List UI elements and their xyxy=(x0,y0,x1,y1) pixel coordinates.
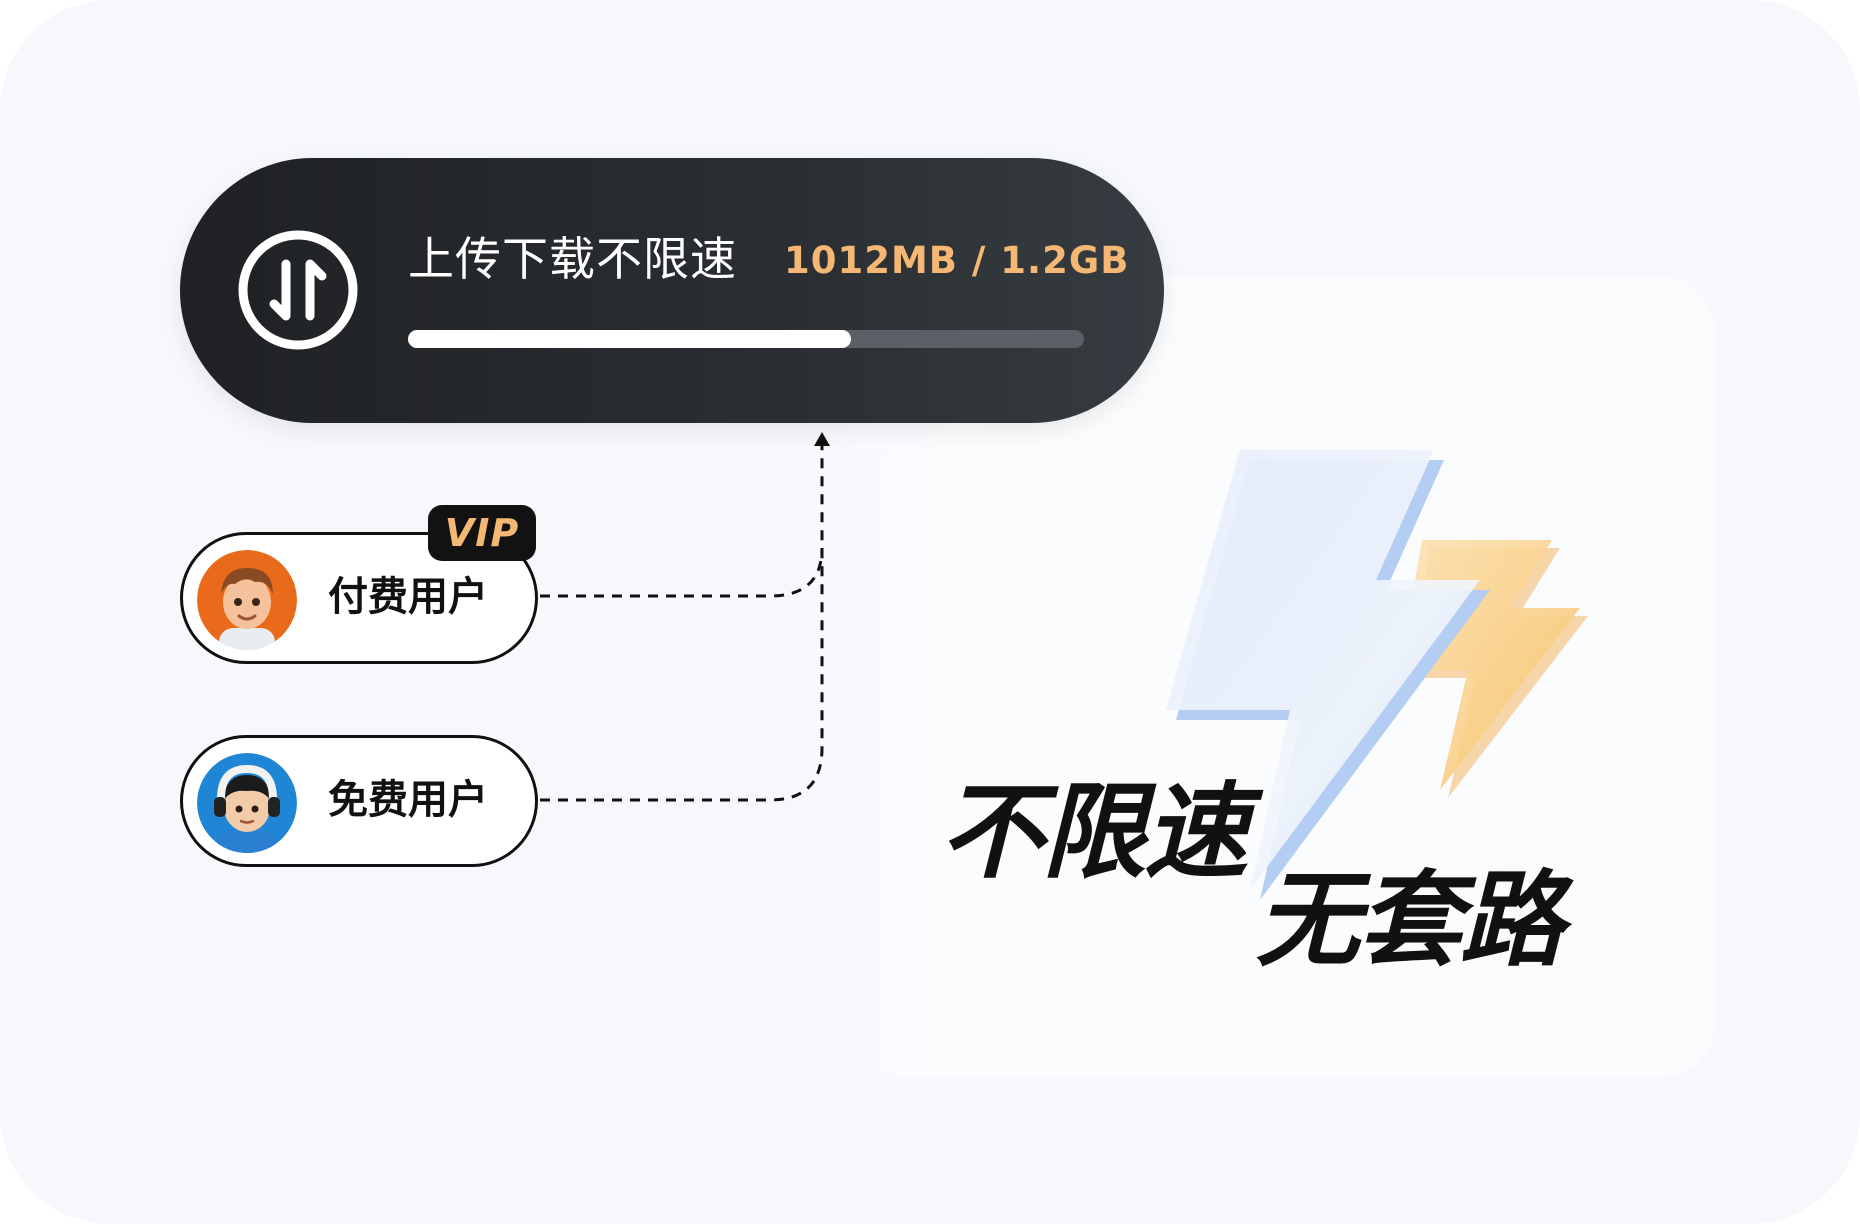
progress-fill xyxy=(408,330,851,348)
free-user-pill: 免费用户 xyxy=(180,735,538,867)
paid-user-label: 付费用户 xyxy=(328,574,488,620)
progress-bar xyxy=(408,330,1084,348)
speed-status-card: 上传下载不限速 1012MB / 1.2GB xyxy=(180,158,1164,423)
vip-badge: VIP xyxy=(428,505,536,561)
transfer-updown-icon xyxy=(238,230,358,350)
slogan-line-2: 无套路 xyxy=(1256,859,1564,981)
free-user-label: 免费用户 xyxy=(328,777,488,823)
avatar-paid-user xyxy=(197,550,297,650)
speed-title: 上传下载不限速 xyxy=(408,232,737,286)
lightning-bolt-icon xyxy=(1166,450,1588,900)
speed-value: 1012MB / 1.2GB xyxy=(784,239,1130,282)
slogan-line-1: 不限速 xyxy=(940,771,1248,893)
avatar-free-user xyxy=(197,753,297,853)
paid-user-pill: 付费用户 xyxy=(180,532,538,664)
